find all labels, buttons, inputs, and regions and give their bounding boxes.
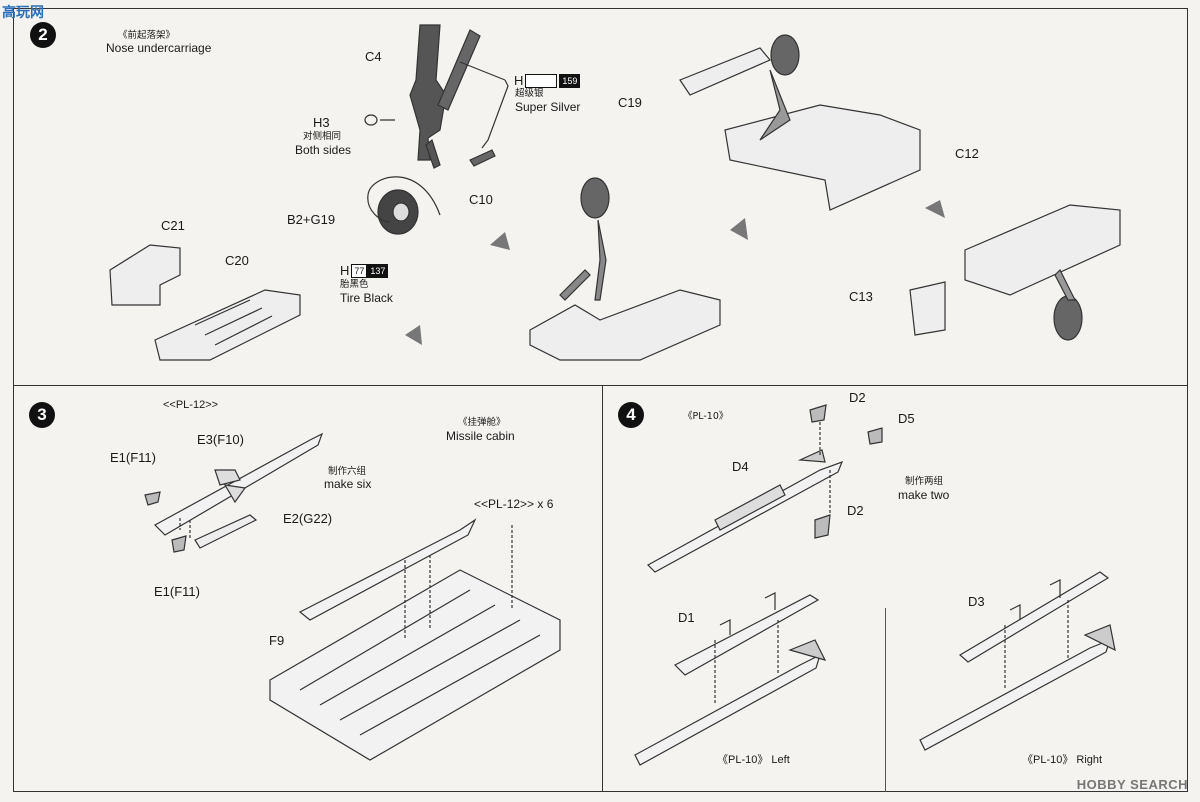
panel-divider-vertical xyxy=(602,385,603,792)
part-label-e3-f10: E3(F10) xyxy=(197,432,244,447)
step4-title: 《PL-10》 xyxy=(683,411,729,422)
make-six-zh: 制作六组 xyxy=(328,466,367,477)
part-label-d3: D3 xyxy=(968,594,985,609)
paint-letter: H xyxy=(514,73,524,88)
step-2-badge: 2 xyxy=(30,22,56,48)
paint-code: 159 xyxy=(559,73,581,88)
paint-callout-tire-black: H 77 137 xyxy=(340,263,389,278)
part-label-c13: C13 xyxy=(849,289,873,304)
make-two-zh: 制作两组 xyxy=(905,476,944,487)
part-label-f9: F9 xyxy=(269,633,285,648)
h3-note-zh: 对侧相同 xyxy=(303,131,342,142)
make-six-en: make six xyxy=(324,477,372,491)
part-label-c4: C4 xyxy=(365,49,382,64)
paint-callout-super-silver: H 159 xyxy=(514,73,581,88)
paint-swatch-white xyxy=(525,73,558,88)
instruction-sheet-frame xyxy=(13,8,1188,792)
part-label-c19: C19 xyxy=(618,95,642,110)
nose-strut-drawing xyxy=(364,24,509,235)
make-two-en: make two xyxy=(898,488,950,502)
part-label-c21: C21 xyxy=(161,218,185,233)
step2-title-zh: 《前起落架》 xyxy=(118,30,176,41)
part-label-h3: H3 xyxy=(313,115,330,130)
watermark-hobby-search: HOBBY SEARCH xyxy=(1076,777,1188,792)
pl10-left-label: 《PL-10》 Left xyxy=(717,754,790,766)
part-label-c10: C10 xyxy=(469,192,493,207)
panel-divider-step4 xyxy=(885,608,886,792)
paint-name-en: Tire Black xyxy=(340,291,393,305)
missile-cabin-drawing xyxy=(269,518,561,761)
paint-letter: H xyxy=(340,263,350,278)
paint-code-b: 137 xyxy=(367,263,389,278)
h3-note-en: Both sides xyxy=(295,143,352,157)
part-label-d4: D4 xyxy=(732,459,749,474)
part-label-e1-f11-bottom: E1(F11) xyxy=(154,584,200,599)
pl12-missile-drawing xyxy=(144,432,324,553)
part-label-e2-g22: E2(G22) xyxy=(283,511,333,526)
step3-title: <<PL-12>> xyxy=(163,399,219,411)
part-label-d2-bottom: D2 xyxy=(847,503,864,518)
site-watermark-text: 高玩网 xyxy=(2,5,44,21)
step-3-badge: 3 xyxy=(29,402,55,428)
nose-bay-assembly-lower-right xyxy=(909,204,1121,341)
part-label-e1-f11-top: E1(F11) xyxy=(110,450,156,465)
nose-bay-assembly-upper-right xyxy=(679,34,921,211)
missile-cabin-zh: 《挂弹舱》 xyxy=(458,417,506,428)
paint-name-zh: 超级银 xyxy=(515,88,544,99)
site-watermark-logo: 高玩网 xyxy=(2,4,44,22)
pl10-missile-left-drawing xyxy=(634,592,827,766)
panel-divider-horizontal xyxy=(13,385,1188,386)
part-label-d1: D1 xyxy=(678,610,695,625)
part-label-c20: C20 xyxy=(225,253,249,268)
paint-name-zh: 胎黑色 xyxy=(340,279,369,290)
step2-direction-arrows xyxy=(405,200,945,345)
part-label-c12: C12 xyxy=(955,146,979,161)
pl10-missile-right-drawing xyxy=(919,571,1116,751)
cabin-quantity-note: <<PL-12>> x 6 xyxy=(474,497,554,511)
nose-gear-assembly-middle xyxy=(529,177,721,361)
pl10-right-label: 《PL-10》 Right xyxy=(1022,754,1103,766)
part-label-d5: D5 xyxy=(898,411,915,426)
step2-title-en: Nose undercarriage xyxy=(106,41,212,55)
missile-cabin-en: Missile cabin xyxy=(446,429,515,443)
nose-bay-parts-left xyxy=(109,244,301,361)
part-label-d2-top: D2 xyxy=(849,390,866,405)
pl10-missile-top-drawing xyxy=(647,404,883,573)
paint-name-en: Super Silver xyxy=(515,100,581,114)
part-label-b2-g19: B2+G19 xyxy=(287,212,336,227)
paint-code-a: 77 xyxy=(351,263,368,278)
step-4-badge: 4 xyxy=(618,402,644,428)
